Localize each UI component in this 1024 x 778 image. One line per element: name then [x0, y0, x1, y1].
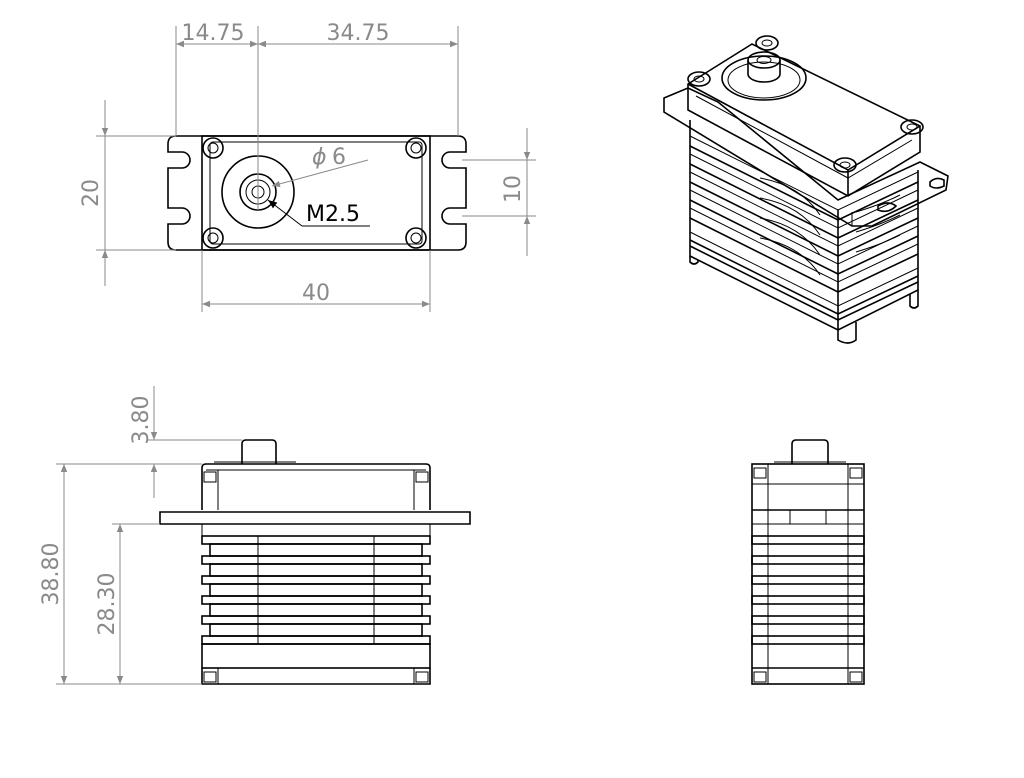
top-flange-outline [167, 135, 467, 251]
isometric-view [663, 35, 949, 344]
screw-icon [687, 71, 711, 87]
screw-icon [202, 227, 224, 249]
cooling-fins [689, 135, 919, 321]
dim-slot-spacing: 10 [501, 175, 526, 203]
side-view [751, 439, 865, 685]
screw-icon [405, 227, 427, 249]
dim-body-width: 20 [79, 179, 104, 207]
top-case-inner [209, 141, 423, 245]
dim-total-height: 38.80 [39, 543, 64, 606]
dim-shaft-diameter: 6 [332, 145, 346, 170]
front-cooling-fins [201, 535, 431, 645]
iso-flange [663, 87, 949, 227]
output-shaft-icon [721, 51, 807, 101]
dim-body-length: 40 [302, 281, 330, 306]
screw-icon [833, 157, 857, 173]
top-view: 14.75 34.75 20 10 40 ϕ 6 M2.5 [79, 21, 536, 312]
dim-mount-to-axis: 14.75 [182, 21, 245, 46]
dim-flange-height: 28.30 [95, 573, 120, 636]
thread-callout: M2.5 [306, 202, 360, 227]
dim-axis-to-end: 34.75 [327, 21, 390, 46]
front-view: 3.80 38.80 28.30 [39, 386, 471, 685]
dim-shaft-diameter-symbol: ϕ [312, 145, 327, 170]
iso-top-case [687, 43, 921, 197]
screw-icon [202, 137, 224, 159]
dim-horn-height: 3.80 [129, 396, 154, 445]
screw-icon [405, 137, 427, 159]
screw-icon [755, 35, 779, 51]
screw-icon [900, 119, 924, 135]
top-body-outline [201, 135, 431, 251]
side-cooling-fins [751, 535, 865, 645]
